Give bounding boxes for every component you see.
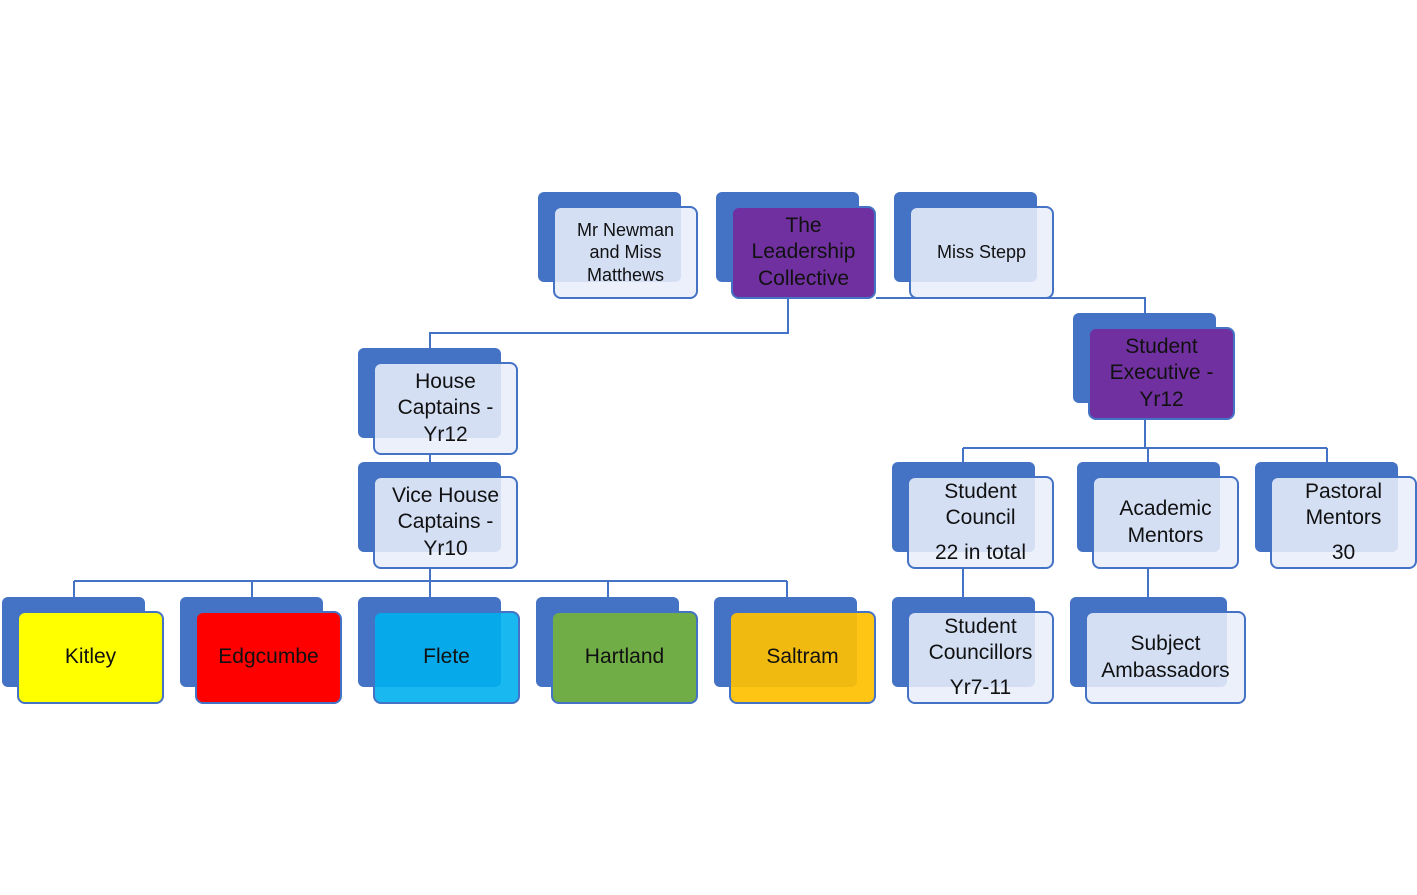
vice-house-captains-line-1: Vice House xyxy=(391,484,499,508)
node-house-kitley: Kitley xyxy=(2,597,164,705)
student-executive-line-1: Student xyxy=(1125,335,1198,359)
node-house-edgcumbe: Edgcumbe xyxy=(180,597,342,705)
house-edgcumbe-label: Edgcumbe xyxy=(218,645,319,669)
student-councillors-years: Yr7-11 xyxy=(949,675,1012,699)
subject-ambassadors-line-2: Ambassadors xyxy=(1101,658,1230,682)
house-saltram-label: Saltram xyxy=(766,645,839,669)
node-student-council: Student Council 22 in total xyxy=(892,462,1054,570)
node-academic-mentors: Academic Mentors xyxy=(1077,462,1239,570)
leadership-line-3: Collective xyxy=(757,266,850,290)
pastoral-mentors-line-2: Mentors xyxy=(1305,506,1382,530)
student-councillors-line-1: Student xyxy=(944,615,1017,639)
leadership-line-1: The xyxy=(785,214,822,238)
student-executive-line-3: Yr12 xyxy=(1139,387,1184,411)
leadership-line-2: Leadership xyxy=(751,240,856,264)
student-council-line-1: Student xyxy=(944,480,1017,504)
house-hartland-label: Hartland xyxy=(584,645,665,669)
advisors-line-3: Matthews xyxy=(586,264,665,285)
subject-ambassadors-line-1: Subject xyxy=(1130,632,1201,656)
house-kitley-label: Kitley xyxy=(64,645,117,669)
academic-mentors-line-2: Mentors xyxy=(1127,523,1204,547)
student-councillors-line-2: Councillors xyxy=(928,641,1033,665)
advisors-line-2: and Miss xyxy=(589,242,662,263)
node-house-captains: House Captains - Yr12 xyxy=(358,348,520,456)
miss-stepp-label: Miss Stepp xyxy=(936,242,1027,263)
vice-house-captains-line-3: Yr10 xyxy=(423,536,468,560)
academic-mentors-line-1: Academic xyxy=(1119,497,1212,521)
node-miss-stepp: Miss Stepp xyxy=(894,192,1056,300)
pastoral-mentors-line-1: Pastoral xyxy=(1304,480,1383,504)
node-student-executive: Student Executive - Yr12 xyxy=(1073,313,1235,421)
advisors-line-1: Mr Newman xyxy=(576,220,674,241)
pastoral-mentors-count: 30 xyxy=(1331,540,1356,564)
node-leadership-collective: The Leadership Collective xyxy=(716,192,878,300)
node-house-hartland: Hartland xyxy=(536,597,698,705)
house-captains-line-2: Captains - xyxy=(397,396,494,420)
vice-house-captains-line-2: Captains - xyxy=(397,510,494,534)
node-vice-house-captains: Vice House Captains - Yr10 xyxy=(358,462,520,570)
house-flete-label: Flete xyxy=(423,645,470,669)
student-executive-line-2: Executive - xyxy=(1109,361,1214,385)
house-captains-line-3: Yr12 xyxy=(423,422,468,446)
node-pastoral-mentors: Pastoral Mentors 30 xyxy=(1255,462,1417,570)
node-student-councillors: Student Councillors Yr7-11 xyxy=(892,597,1054,705)
house-captains-line-1: House xyxy=(415,370,476,394)
node-house-flete: Flete xyxy=(358,597,520,705)
student-council-line-2: Council xyxy=(945,506,1016,530)
node-subject-ambassadors: Subject Ambassadors xyxy=(1070,597,1246,705)
connector-leadership-house-captains xyxy=(429,298,789,362)
node-advisors: Mr Newman and Miss Matthews xyxy=(538,192,700,300)
student-council-count: 22 in total xyxy=(934,540,1027,564)
node-house-saltram: Saltram xyxy=(714,597,876,705)
